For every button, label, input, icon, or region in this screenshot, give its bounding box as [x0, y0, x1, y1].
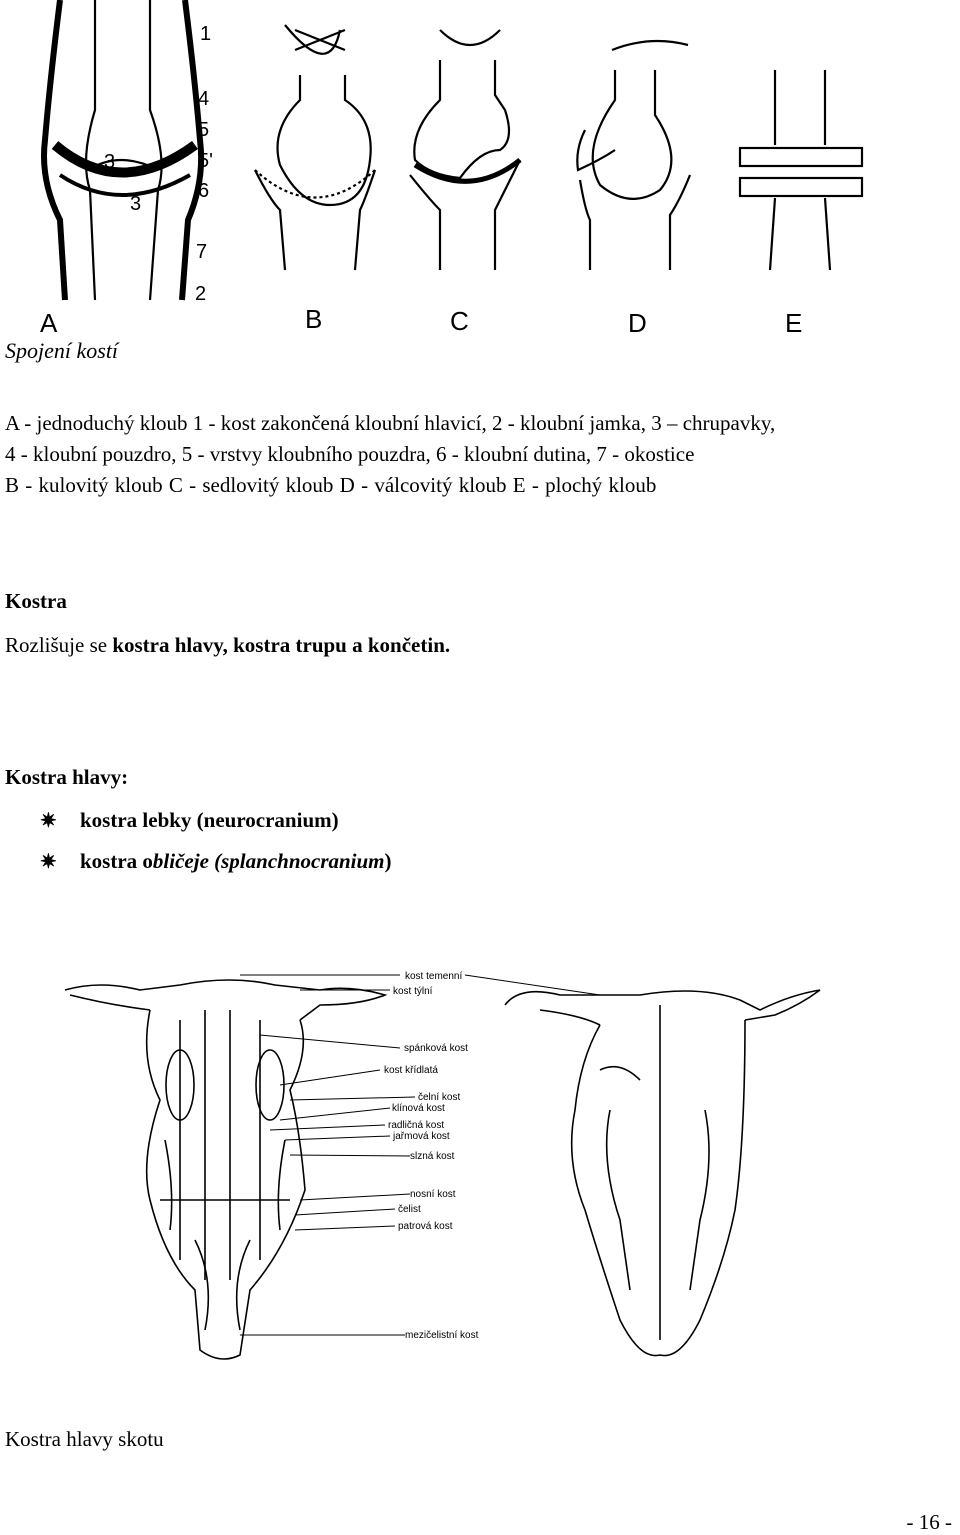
- joints-figure: 1 4 5 5' 3 6 3 7 2 A B C D E: [0, 0, 960, 340]
- svg-text:7: 7: [196, 241, 207, 263]
- joints-illustration: 1 4 5 5' 3 6 3 7 2 A B C D E: [40, 0, 864, 338]
- svg-text:2: 2: [195, 283, 206, 305]
- svg-text:5: 5: [198, 119, 209, 141]
- skull-label: čelist: [398, 1204, 421, 1215]
- list-item: ✷ kostra lebky (neurocranium): [40, 808, 339, 833]
- letter-a: A: [40, 308, 58, 338]
- skeleton-intro: Rozlišuje se kostra hlavy, kostra trupu …: [5, 633, 450, 658]
- joints-caption: Spojení kostí: [5, 338, 119, 363]
- skull-label: nosní kost: [410, 1189, 456, 1200]
- skeleton-intro-plain: Rozlišuje se: [5, 633, 113, 657]
- legend-line-1: A - jednoduchý kloub 1 - kost zakončená …: [5, 411, 776, 435]
- skull-figure: kost temenní kost týlní spánková kost ko…: [0, 960, 960, 1385]
- skull-caption: Kostra hlavy skotu: [5, 1427, 164, 1451]
- head-skeleton-heading: Kostra hlavy:: [5, 765, 129, 789]
- joint-a-outline-right: [148, 0, 163, 301]
- skull-label: kost týlní: [393, 986, 433, 997]
- svg-text:5': 5': [198, 150, 213, 172]
- letter-b: B: [305, 304, 322, 334]
- skull-label: slzná kost: [410, 1151, 455, 1162]
- joint-a-outline-left: [84, 0, 97, 301]
- skull-label: spánková kost: [404, 1043, 468, 1054]
- svg-text:6: 6: [198, 180, 209, 202]
- skull-illustration: kost temenní kost týlní spánková kost ko…: [64, 971, 821, 1360]
- asterisk-bullet-icon: ✷: [40, 851, 57, 873]
- legend-line-2: 4 - kloubní pouzdro, 5 - vrstvy kloubníh…: [5, 442, 695, 466]
- svg-text:3: 3: [130, 193, 141, 215]
- skull-label: klínová kost: [392, 1103, 445, 1114]
- skull-label: patrová kost: [398, 1221, 453, 1232]
- list-item-suffix: ): [384, 849, 392, 873]
- letter-e: E: [785, 308, 802, 338]
- skull-label: kost temenní: [405, 971, 462, 982]
- skull-label: čelní kost: [418, 1092, 460, 1103]
- svg-text:3: 3: [104, 151, 115, 173]
- skull-label: radličná kost: [388, 1120, 444, 1131]
- skull-label: mezičelistní kost: [405, 1330, 479, 1341]
- list-item-italic: bličeje (splanchnocranium: [152, 849, 385, 873]
- letter-c: C: [450, 306, 469, 336]
- page-number: - 16 -: [906, 1510, 953, 1534]
- asterisk-bullet-icon: ✷: [40, 810, 57, 832]
- letter-d: D: [628, 308, 647, 338]
- list-item-prefix: kostra o: [80, 849, 153, 873]
- label-num-1: 1: [200, 23, 211, 45]
- legend-line-3: B - kulovitý kloub C - sedlovitý kloub D…: [5, 473, 657, 497]
- skeleton-intro-bold: kostra hlavy, kostra trupu a končetin.: [112, 633, 451, 657]
- list-item: ✷ kostra obličeje (splanchnocranium): [40, 849, 392, 874]
- svg-text:4: 4: [198, 88, 209, 110]
- skull-label: jařmová kost: [392, 1131, 450, 1142]
- list-item-text: kostra lebky (neurocranium): [80, 808, 339, 832]
- skull-label: kost křídlatá: [384, 1065, 438, 1076]
- skeleton-heading: Kostra: [5, 589, 67, 613]
